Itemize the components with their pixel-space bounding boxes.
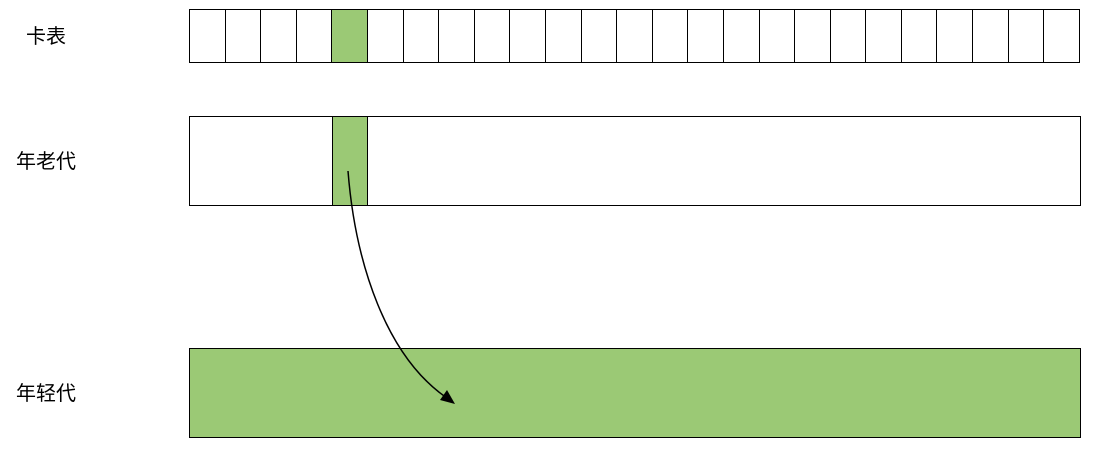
card-table-cell xyxy=(901,10,938,62)
card-table-cell xyxy=(723,10,760,62)
card-table-cell xyxy=(296,10,333,62)
card-table-label: 卡表 xyxy=(26,24,66,48)
card-table-cell xyxy=(474,10,511,62)
card-table-cell xyxy=(937,10,974,62)
young-generation-box xyxy=(189,348,1081,438)
young-generation-label: 年轻代 xyxy=(16,381,76,405)
card-table-cell xyxy=(866,10,902,62)
old-generation-box xyxy=(189,116,1081,206)
card-table-cell xyxy=(545,10,582,62)
card-table-cell xyxy=(795,10,831,62)
old-generation-referencing-region xyxy=(332,117,368,205)
card-table-cell xyxy=(652,10,689,62)
card-table-cell xyxy=(261,10,297,62)
card-table-cell xyxy=(581,10,618,62)
card-table-cell xyxy=(759,10,796,62)
card-table xyxy=(189,9,1080,63)
card-table-cell xyxy=(688,10,724,62)
card-table-cell xyxy=(190,10,226,62)
card-table-cell-dirty xyxy=(332,10,368,62)
card-table-cell xyxy=(1008,10,1045,62)
old-generation-label: 年老代 xyxy=(16,149,76,173)
card-table-cell xyxy=(510,10,546,62)
card-table-cell xyxy=(1044,10,1079,62)
card-table-cell xyxy=(439,10,475,62)
card-table-cell xyxy=(617,10,653,62)
card-table-cell xyxy=(830,10,867,62)
card-table-cell xyxy=(403,10,440,62)
card-table-cell xyxy=(225,10,262,62)
card-table-cell xyxy=(973,10,1009,62)
card-table-cell xyxy=(367,10,404,62)
